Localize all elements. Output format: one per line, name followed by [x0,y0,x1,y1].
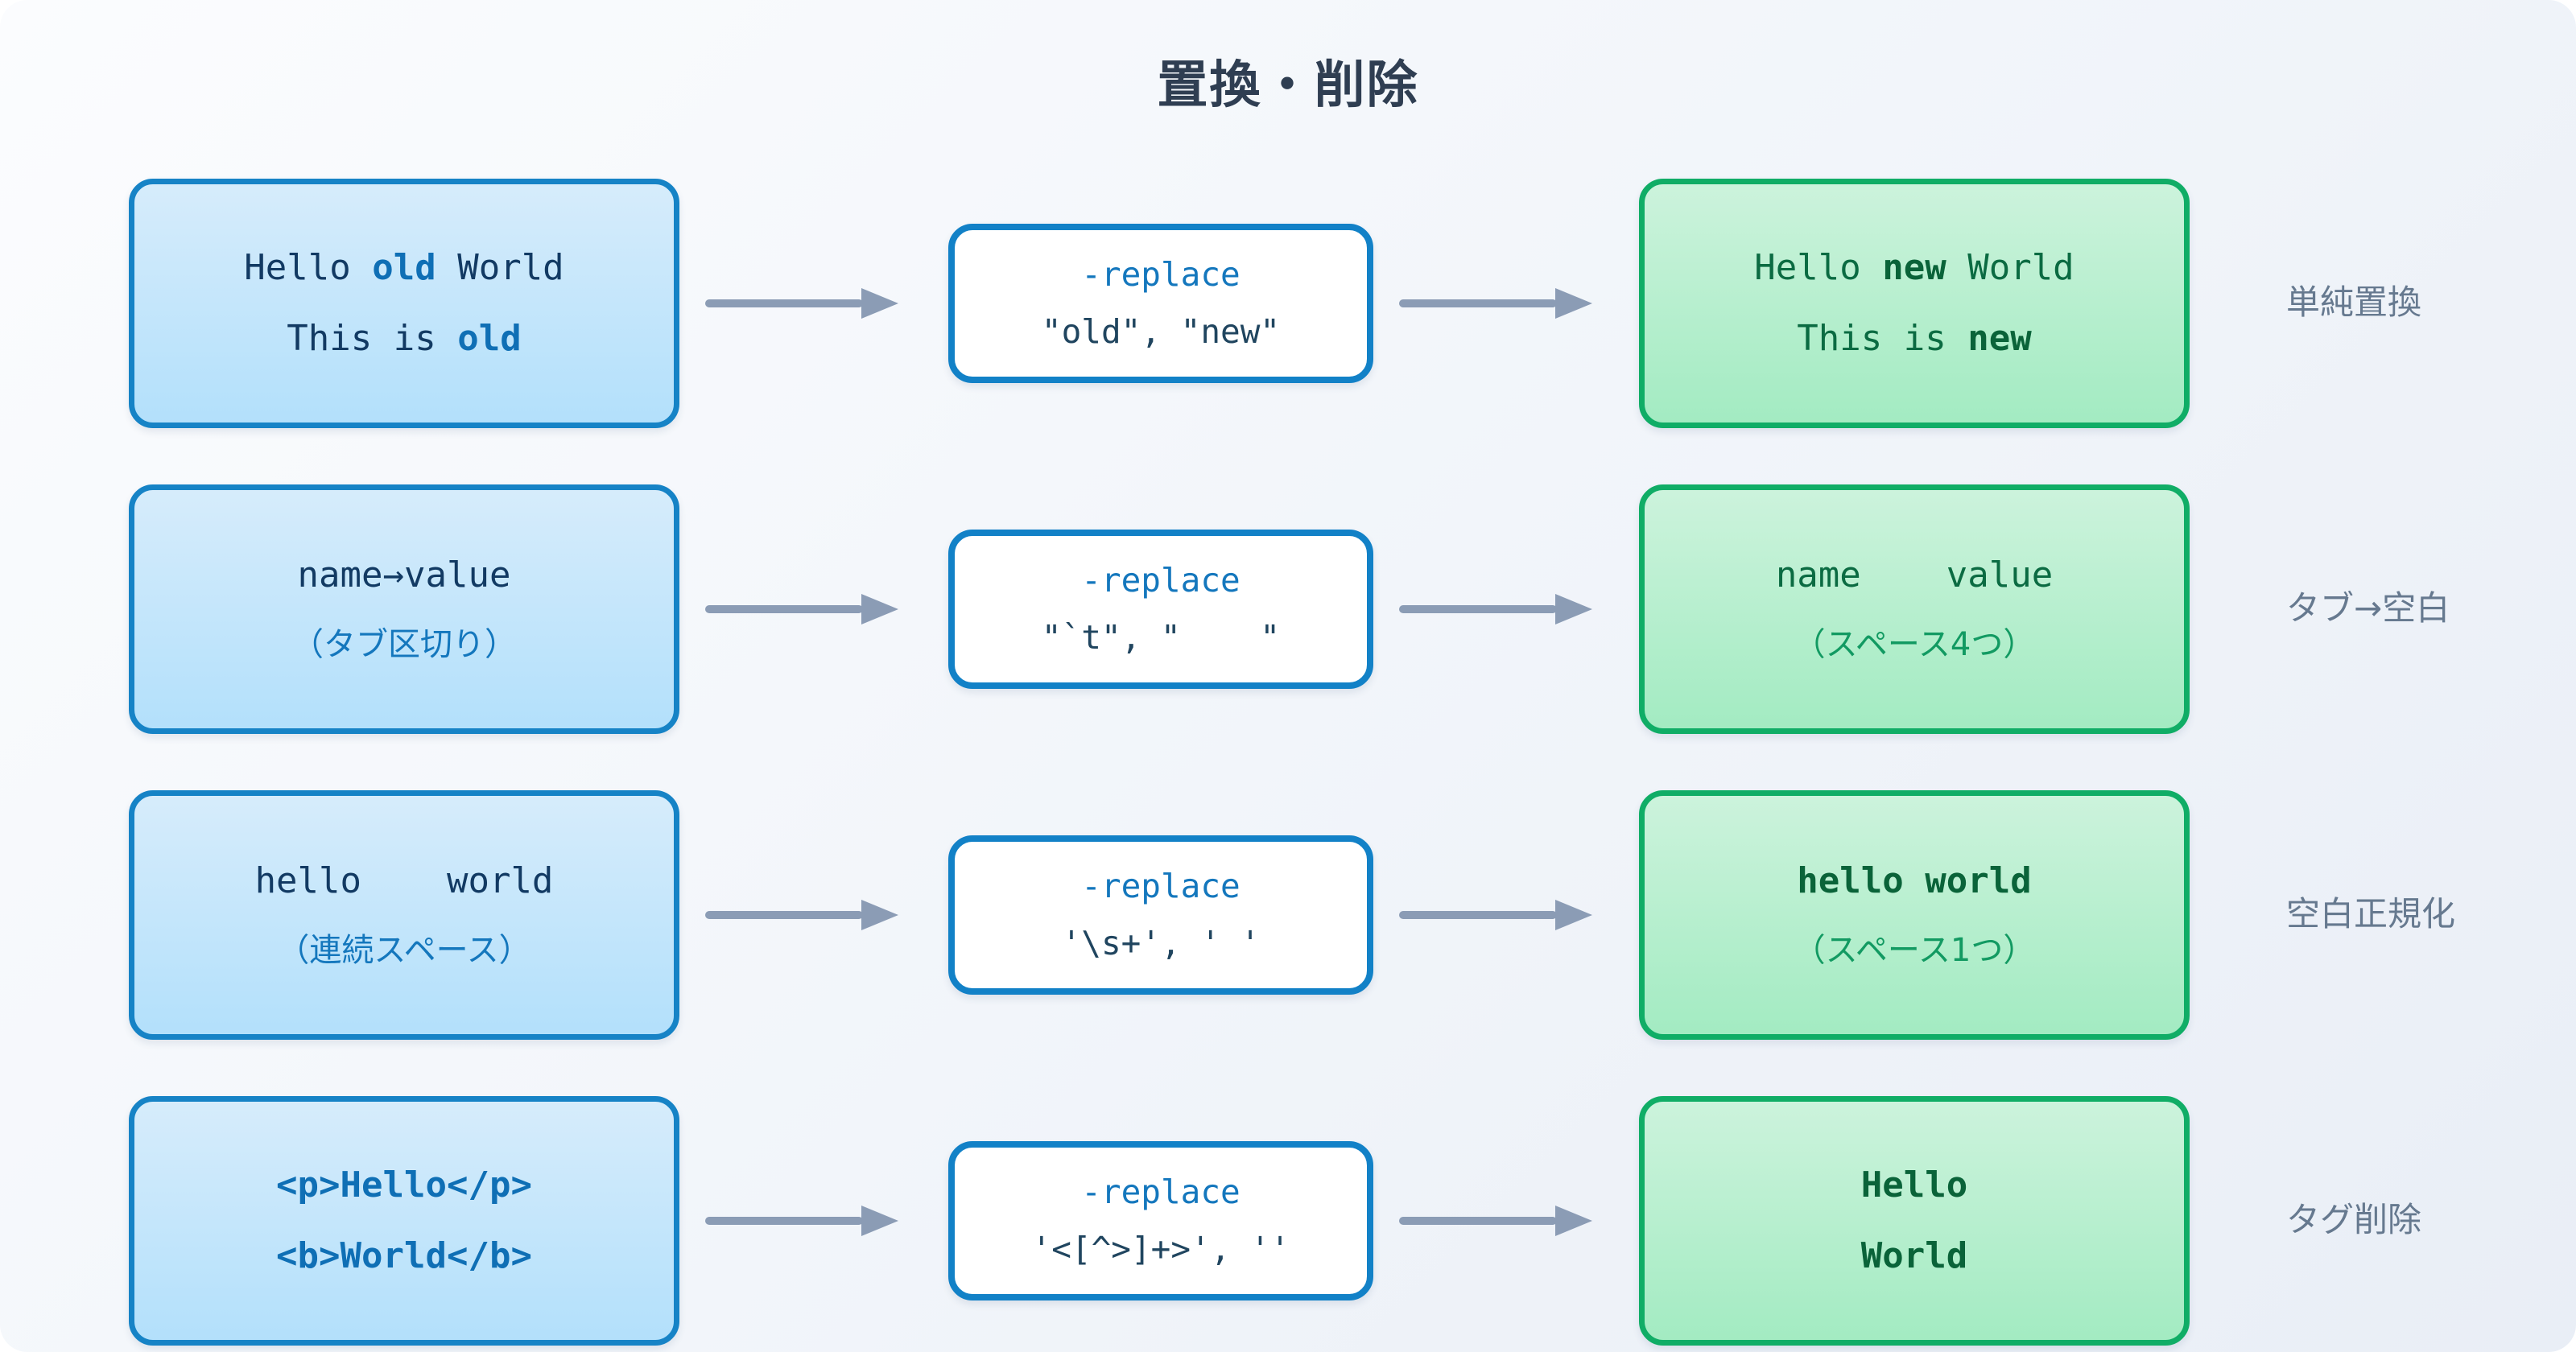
arrow-right-icon [1399,1206,1592,1236]
arrow-right-icon [1399,594,1592,624]
operation-line-1: -replace [1081,867,1241,905]
arrow-head [861,900,898,930]
operation-box: -replace '<[^>]+>', '' [948,1141,1373,1300]
output-box: hello world （スペース1つ） [1639,790,2190,1040]
output-highlight-segment: Hello [1860,1164,1968,1206]
flow-row: name→value （タブ区切り） -replace "`t", " " na… [0,484,2576,734]
input-line-2: This is old [287,321,521,357]
arrow-head [1555,900,1592,930]
output-text-segment: World [1946,247,2074,288]
arrow-right-icon [705,1206,898,1236]
arrow-head [861,1206,898,1236]
arrow-right-icon [1399,288,1592,319]
input-highlight-segment: old [372,247,436,288]
output-text-segment: This is [1797,318,1968,359]
flow-row: hello world （連続スペース） -replace '\s+', ' '… [0,790,2576,1040]
operation-line-2: "old", "new" [1041,312,1281,351]
input-box: Hello old World This is old [129,179,679,428]
output-line-1: Hello [1861,1168,1967,1203]
output-note: （スペース1つ） [1793,932,2036,969]
output-box: Hello World [1639,1096,2190,1346]
input-box: hello world （連続スペース） [129,790,679,1040]
row-label: タブ→空白 [2286,588,2450,628]
input-text-segment: World [436,247,564,288]
input-highlight-segment: old [457,318,522,359]
input-text-segment: Hello [244,247,373,288]
arrow-right-icon [705,900,898,930]
input-line-1: Hello old World [244,250,564,286]
arrow-head [1555,288,1592,319]
arrow-shaft [1399,299,1557,307]
input-note: （タブ区切り） [291,626,517,663]
output-note: （スペース4つ） [1793,626,2036,663]
output-box: Hello new World This is new [1639,179,2190,428]
flow-row: Hello old World This is old -replace "ol… [0,179,2576,428]
output-line-1: hello world [1797,864,2031,899]
arrow-shaft [1399,911,1557,919]
operation-line-1: -replace [1081,561,1241,600]
arrow-head [1555,594,1592,624]
arrow-shaft [1399,605,1557,613]
page-title: 置換・削除 [1157,57,1419,113]
input-line-2: <b>World</b> [276,1239,532,1274]
arrow-right-icon [705,288,898,319]
arrow-right-icon [1399,900,1592,930]
row-label: 空白正規化 [2286,894,2456,934]
output-highlight-segment: new [1967,318,2032,359]
operation-line-1: -replace [1081,255,1241,294]
output-highlight-segment: World [1860,1235,1968,1276]
output-line-2: World [1861,1239,1967,1274]
arrow-right-icon [705,594,898,624]
input-box: name→value （タブ区切り） [129,484,679,734]
operation-box: -replace "old", "new" [948,224,1373,383]
arrow-shaft [1399,1217,1557,1225]
row-label: タグ削除 [2286,1200,2422,1239]
arrow-shaft [705,911,863,919]
arrow-head [861,288,898,319]
output-box: name value （スペース4つ） [1639,484,2190,734]
input-text-segment: This is [287,318,458,359]
operation-line-2: '<[^>]+>', '' [1031,1230,1290,1268]
input-note: （連続スペース） [277,932,531,969]
output-highlight-segment: hello world [1797,860,2032,901]
input-highlight-segment: <b>World</b> [276,1235,532,1276]
input-box: <p>Hello</p> <b>World</b> [129,1096,679,1346]
output-line-1: Hello new World [1754,250,2074,286]
input-text-segment: hello world [254,860,554,901]
input-highlight-segment: <p>Hello</p> [276,1164,532,1206]
input-line-1: name→value [298,558,511,593]
output-text-segment: Hello [1754,247,1883,288]
input-line-1: <p>Hello</p> [276,1168,532,1203]
output-text-segment: name value [1775,554,2054,596]
row-label: 単純置換 [2286,282,2422,322]
operation-box: -replace '\s+', ' ' [948,835,1373,995]
operation-line-2: "`t", " " [1041,618,1281,657]
arrow-shaft [705,1217,863,1225]
arrow-shaft [705,605,863,613]
output-line-1: name value [1776,558,2053,593]
operation-box: -replace "`t", " " [948,530,1373,689]
operation-line-1: -replace [1081,1173,1241,1211]
arrow-head [861,594,898,624]
arrow-head [1555,1206,1592,1236]
input-line-1: hello world [255,864,554,899]
flow-row: <p>Hello</p> <b>World</b> -replace '<[^>… [0,1096,2576,1346]
input-text-segment: name→value [297,554,511,596]
operation-line-2: '\s+', ' ' [1061,924,1261,962]
output-highlight-segment: new [1882,247,1946,288]
arrow-shaft [705,299,863,307]
output-line-2: This is new [1797,321,2031,357]
